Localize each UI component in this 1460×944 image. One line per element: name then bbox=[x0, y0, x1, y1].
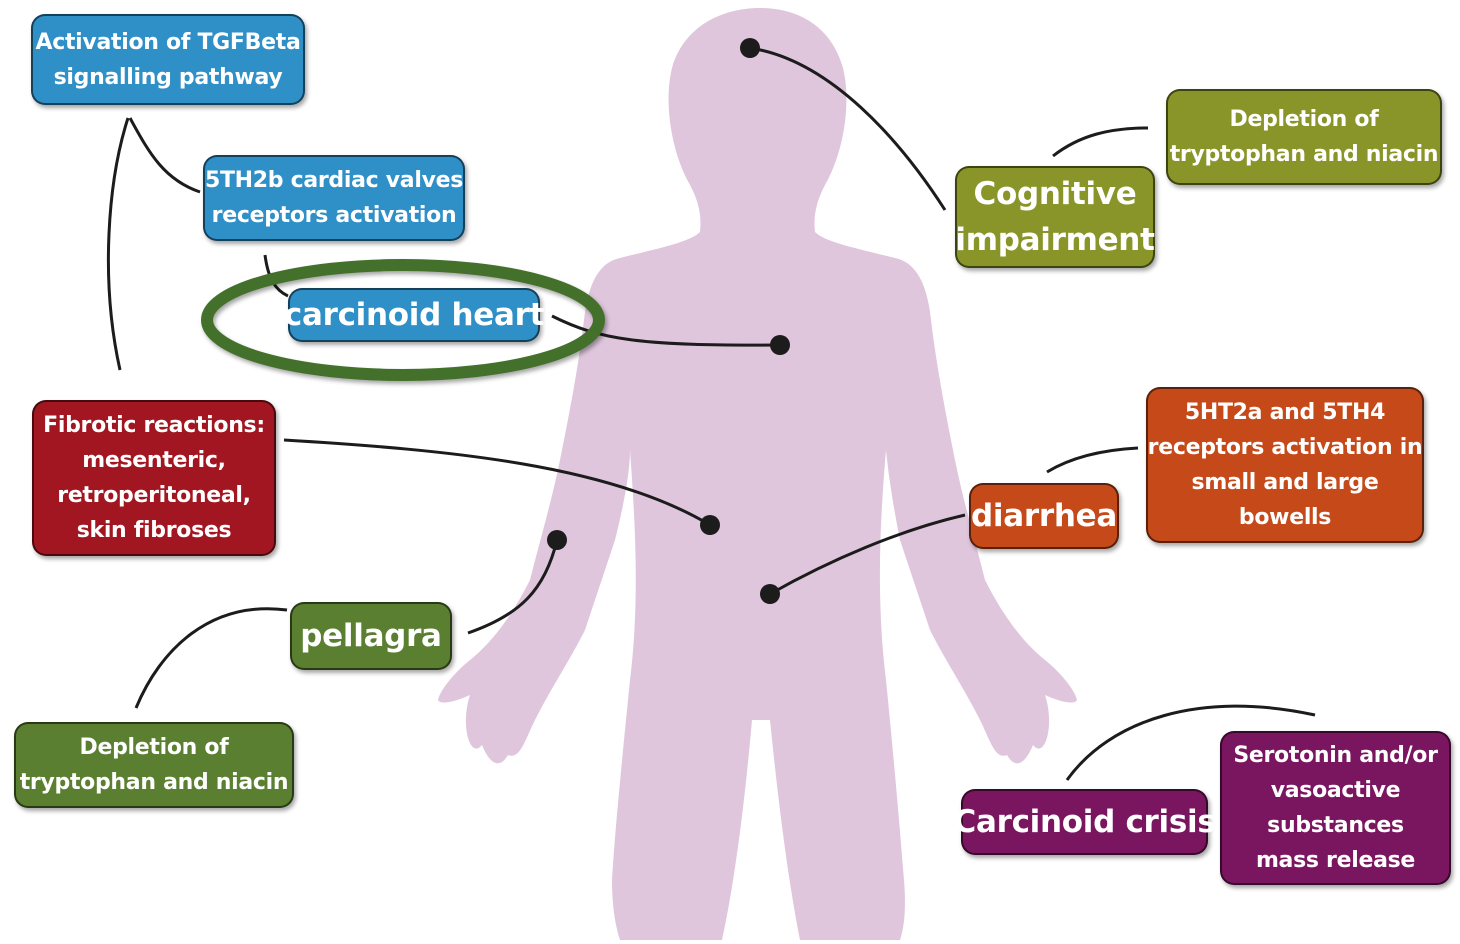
tgf-fibrotic-connector bbox=[108, 118, 128, 370]
pellagra-text-line-1: pellagra bbox=[300, 613, 441, 659]
depletion_left-text-line-2: tryptophan and niacin bbox=[20, 765, 289, 800]
hand-dot bbox=[547, 530, 567, 550]
pellagra-box: pellagra bbox=[290, 602, 452, 670]
depletion_right-text-line-2: tryptophan and niacin bbox=[1170, 137, 1439, 172]
chest-dot bbox=[770, 335, 790, 355]
tgf-text-line-2: signalling pathway bbox=[54, 60, 283, 95]
5ht2a-text-line-1: 5HT2a and 5TH4 bbox=[1185, 395, 1385, 430]
cognitive-depletion-connector bbox=[1053, 128, 1148, 156]
carcinoid-crisis-box: Carcinoid crisis bbox=[961, 789, 1208, 855]
fibrotic-text-line-3: retroperitoneal, bbox=[57, 478, 250, 513]
cognitive-text-line-1: Cognitive bbox=[974, 171, 1137, 217]
serotonin-text-line-1: Serotonin and/or bbox=[1233, 738, 1437, 773]
diarrhea-box: diarrhea bbox=[969, 483, 1119, 549]
diarrhea-text-line-1: diarrhea bbox=[971, 493, 1117, 539]
5th2b-text-line-1: 5TH2b cardiac valves bbox=[205, 163, 463, 198]
crisis-text-line-1: Carcinoid crisis bbox=[954, 799, 1216, 845]
5ht2a-text-line-3: small and large bbox=[1192, 465, 1379, 500]
5th2b-text-line-2: receptors activation bbox=[212, 198, 457, 233]
carcinoid-heart-box: carcinoid heart bbox=[288, 288, 540, 342]
tgf-text-line-1: Activation of TGFBeta bbox=[36, 25, 301, 60]
depletion_left-text-line-1: Depletion of bbox=[80, 730, 229, 765]
depletion_right-text-line-1: Depletion of bbox=[1230, 102, 1379, 137]
abdomen-lower-dot bbox=[760, 584, 780, 604]
cognitive-text-line-2: impairment bbox=[955, 217, 1154, 263]
heart-text-line-1: carcinoid heart bbox=[284, 292, 544, 338]
pellagra-depletion-connector bbox=[136, 609, 287, 708]
tgf-5th2b-connector bbox=[130, 118, 200, 192]
serotonin-text-line-3: substances bbox=[1267, 808, 1404, 843]
5ht2a-text-line-4: bowells bbox=[1239, 500, 1331, 535]
fibrotic-reactions-box: Fibrotic reactions:mesenteric,retroperit… bbox=[32, 400, 276, 556]
serotonin-text-line-2: vasoactive bbox=[1271, 773, 1401, 808]
5ht2a-text-line-2: receptors activation in bbox=[1148, 430, 1423, 465]
fibrotic-text-line-1: Fibrotic reactions: bbox=[43, 408, 265, 443]
abdomen-upper-dot bbox=[700, 515, 720, 535]
serotonin-text-line-4: mass release bbox=[1256, 843, 1415, 878]
fibrotic-text-line-4: skin fibroses bbox=[77, 513, 232, 548]
diarrhea-5ht2a-connector bbox=[1047, 448, 1138, 472]
head-dot bbox=[740, 38, 760, 58]
fibrotic-text-line-2: mesenteric, bbox=[82, 443, 225, 478]
